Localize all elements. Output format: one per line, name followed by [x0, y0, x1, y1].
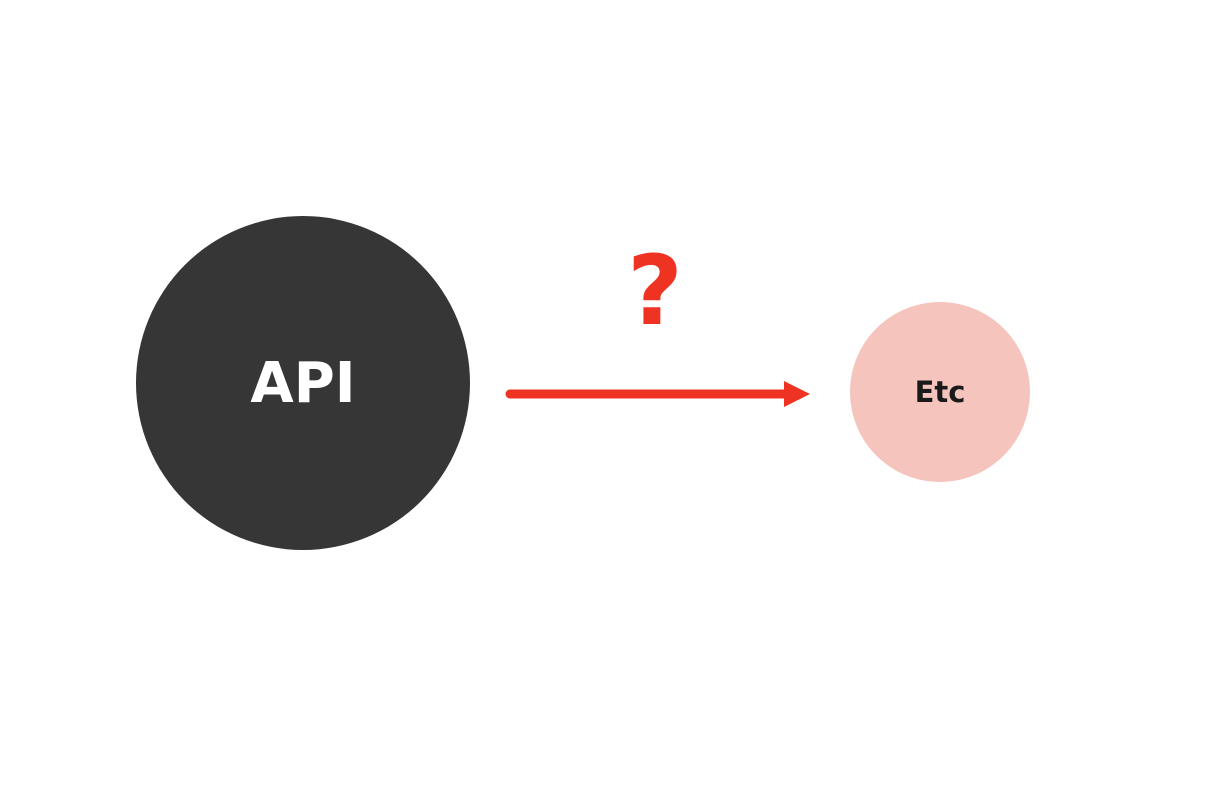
api-node: API: [136, 216, 470, 550]
arrow-connector: [505, 381, 810, 407]
arrow-label: ?: [627, 235, 683, 347]
api-node-label: API: [250, 350, 356, 416]
arrow-head: [784, 381, 810, 407]
etc-node-label: Etc: [914, 375, 966, 409]
etc-node: Etc: [850, 302, 1030, 482]
